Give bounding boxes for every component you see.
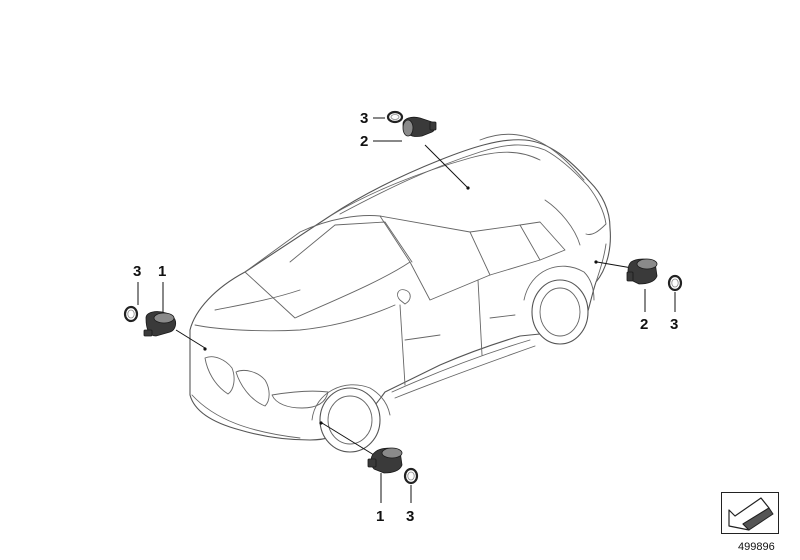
leader-lines (137, 117, 676, 503)
callout-top-3[interactable]: 3 (360, 110, 368, 127)
callout-right-2[interactable]: 2 (640, 316, 648, 333)
diagram-id-label: 499896 (738, 541, 775, 553)
parking-sensor-icon (367, 447, 403, 474)
suv-outline-icon (189, 133, 611, 453)
callout-bottom-3[interactable]: 3 (406, 508, 414, 525)
o-ring-icon (386, 110, 404, 124)
parking-sensor-icon (402, 116, 437, 137)
callout-left-3[interactable]: 3 (133, 263, 141, 280)
o-ring-icon (667, 274, 683, 292)
callout-bottom-1[interactable]: 1 (376, 508, 384, 525)
o-ring-icon (123, 305, 139, 323)
parking-sensor-icon (626, 258, 658, 285)
parking-sensor-icon (143, 311, 177, 337)
callout-top-2[interactable]: 2 (360, 133, 368, 150)
o-ring-icon (403, 467, 419, 485)
callout-right-3[interactable]: 3 (670, 316, 678, 333)
callout-left-1[interactable]: 1 (158, 263, 166, 280)
arrow-nav-icon[interactable] (721, 492, 779, 534)
